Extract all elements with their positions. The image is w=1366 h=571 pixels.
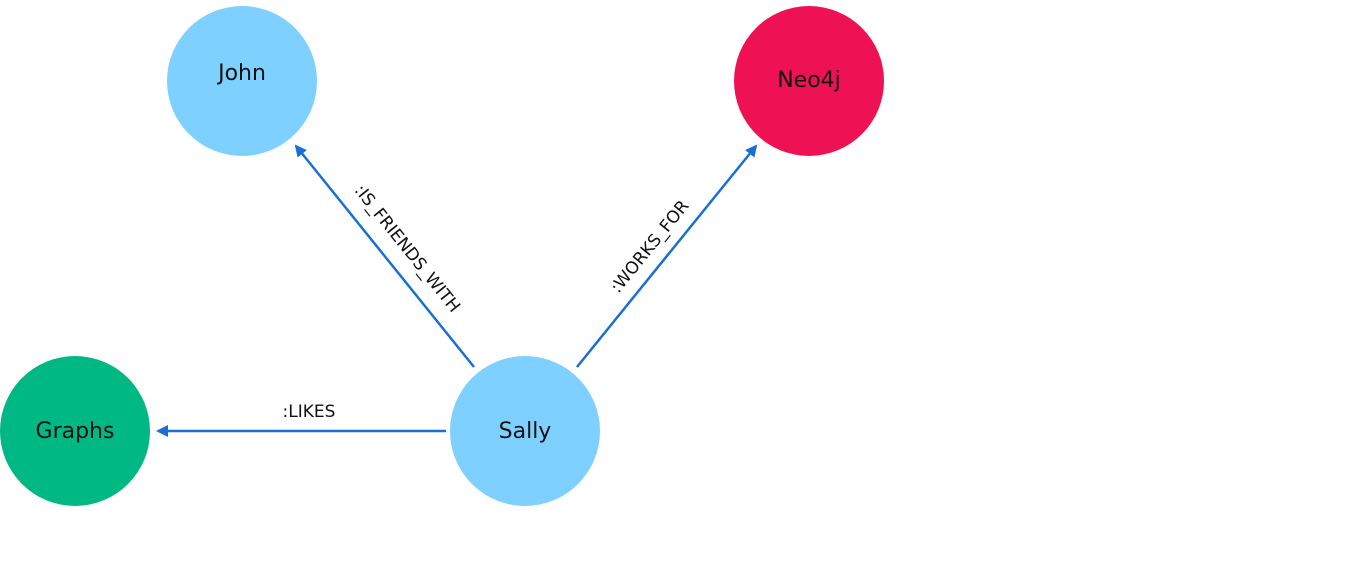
edge-label-likes: :LIKES xyxy=(283,402,336,422)
node-graphs[interactable]: Graphs xyxy=(0,356,150,506)
node-label-graphs: Graphs xyxy=(36,419,115,444)
edge-works-for[interactable]: :WORKS_FOR xyxy=(576,144,758,368)
node-label-john: John xyxy=(216,61,266,86)
edge-label-is-friends-with: :IS_FRIENDS_WITH xyxy=(350,181,464,316)
node-label-sally: Sally xyxy=(499,419,552,444)
node-neo4j[interactable]: Neo4j xyxy=(734,6,884,156)
node-circle-sally xyxy=(450,356,600,506)
edge-label-works-for: :WORKS_FOR xyxy=(607,196,694,297)
node-circle-john xyxy=(167,6,317,156)
edge-line-is-friends-with xyxy=(294,144,475,368)
node-circle-neo4j xyxy=(734,6,884,156)
edge-likes[interactable]: :LIKES xyxy=(156,402,446,437)
node-john[interactable]: John xyxy=(167,6,317,156)
edge-line-works-for xyxy=(576,144,758,368)
node-circle-graphs xyxy=(0,356,150,506)
node-label-neo4j: Neo4j xyxy=(777,68,841,93)
node-sally[interactable]: Sally xyxy=(450,356,600,506)
edge-is-friends-with[interactable]: :IS_FRIENDS_WITH xyxy=(294,144,475,368)
